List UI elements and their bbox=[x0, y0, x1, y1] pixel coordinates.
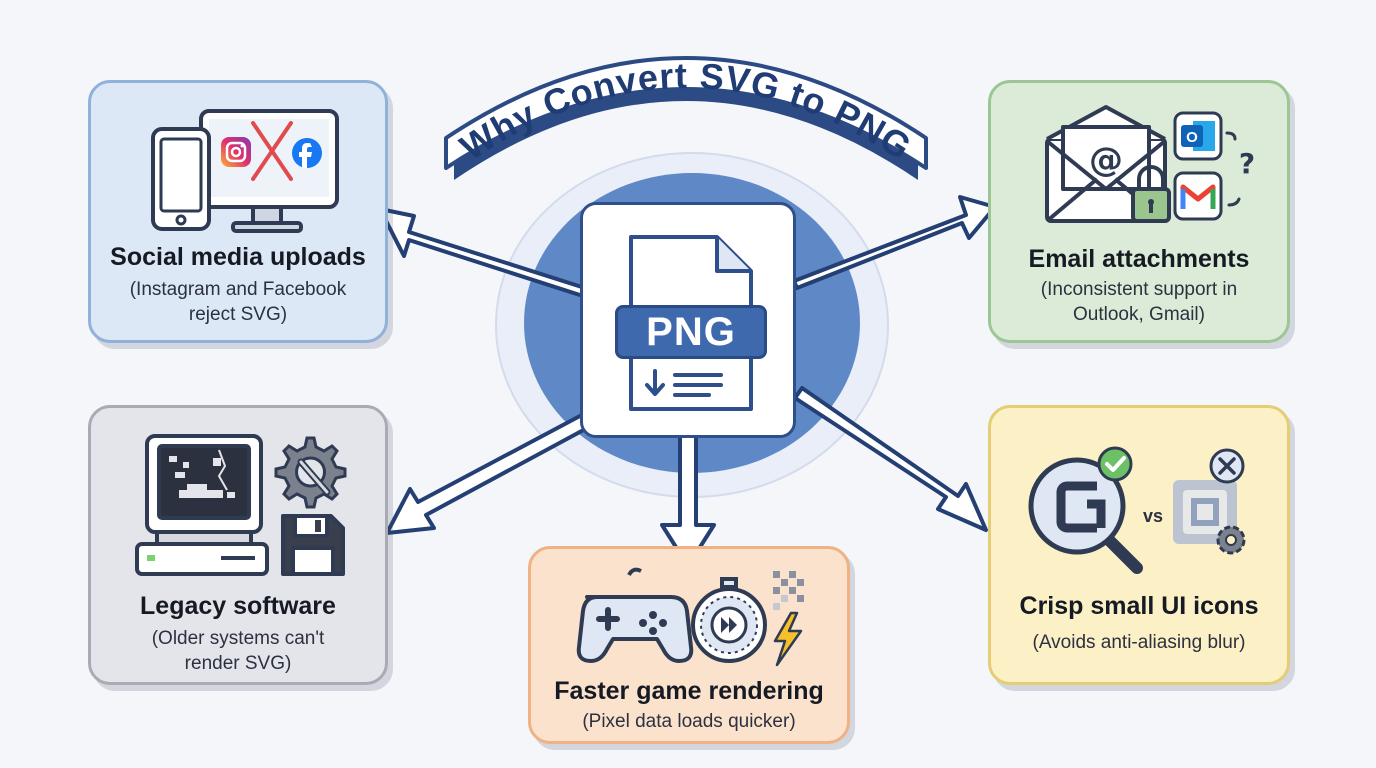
vs-label: vs bbox=[1143, 506, 1163, 526]
retro-computer-icon bbox=[135, 434, 269, 576]
card-email: @ O ? Email attachments (Inconsistent su… bbox=[988, 80, 1290, 343]
outlook-icon: O bbox=[1173, 111, 1223, 161]
legacy-icons-group bbox=[135, 434, 347, 576]
facebook-icon bbox=[292, 138, 322, 168]
social-icons-group bbox=[151, 109, 339, 233]
legacy-title: Legacy software bbox=[140, 592, 336, 620]
arrow-to-social bbox=[378, 207, 587, 298]
png-label: PNG bbox=[615, 305, 767, 359]
arrow-to-email bbox=[792, 195, 997, 290]
arrow-to-icons bbox=[793, 386, 988, 532]
title-banner: Why Convert SVG to PNG bbox=[444, 55, 928, 180]
social-subtitle: (Instagram and Facebook reject SVG) bbox=[129, 279, 347, 325]
blurry-icon bbox=[1173, 480, 1237, 544]
floppy-disk-icon bbox=[281, 514, 345, 576]
email-icons-group: @ O ? bbox=[1045, 105, 1255, 223]
small-gear-icon bbox=[1216, 525, 1246, 555]
svg-text:O: O bbox=[1186, 129, 1198, 146]
pixel-grid-icon bbox=[773, 571, 804, 610]
lightning-icon bbox=[773, 611, 803, 667]
instagram-icon bbox=[221, 137, 251, 167]
svg-text:?: ? bbox=[1239, 147, 1255, 180]
magnifier-icon bbox=[1028, 457, 1143, 574]
social-title: Social media uploads bbox=[110, 243, 366, 271]
arrow-to-legacy bbox=[385, 406, 604, 535]
legacy-subtitle: (Older systems can't render SVG) bbox=[151, 628, 325, 674]
padlock-icon bbox=[1131, 165, 1171, 223]
game-icons-group bbox=[576, 567, 804, 667]
gamepad-icon bbox=[576, 567, 694, 663]
stopwatch-icon bbox=[691, 577, 767, 663]
email-subtitle: (Inconsistent support in Outlook, Gmail) bbox=[1040, 279, 1238, 325]
at-sign-icon: @ bbox=[1089, 140, 1123, 180]
card-crisp-icons: vs Crisp small UI icons (Avoids anti-ali… bbox=[988, 405, 1290, 685]
arrow-to-game bbox=[660, 434, 716, 568]
card-social-media: Social media uploads (Instagram and Face… bbox=[88, 80, 388, 343]
game-title: Faster game rendering bbox=[554, 677, 824, 705]
gear-wrench-icon bbox=[274, 436, 347, 509]
crisp-icons-group: vs bbox=[1028, 446, 1246, 574]
icons-title: Crisp small UI icons bbox=[1019, 592, 1259, 620]
download-arrow-icon bbox=[645, 369, 723, 397]
png-center-card: PNG bbox=[580, 202, 796, 438]
icons-subtitle: (Avoids anti-aliasing blur) bbox=[1032, 632, 1246, 653]
email-title: Email attachments bbox=[1028, 245, 1250, 273]
game-subtitle: (Pixel data loads quicker) bbox=[582, 711, 796, 732]
x-badge-icon bbox=[1209, 448, 1245, 484]
question-mark-icon bbox=[1225, 131, 1241, 207]
phone-icon bbox=[151, 127, 211, 231]
monitor-icon bbox=[199, 109, 339, 233]
card-game-rendering: Faster game rendering (Pixel data loads … bbox=[528, 546, 850, 744]
gmail-icon bbox=[1173, 171, 1223, 221]
card-legacy-software: Legacy software (Older systems can't ren… bbox=[88, 405, 388, 685]
reject-x-icon bbox=[251, 121, 293, 181]
check-badge-icon bbox=[1097, 446, 1133, 482]
